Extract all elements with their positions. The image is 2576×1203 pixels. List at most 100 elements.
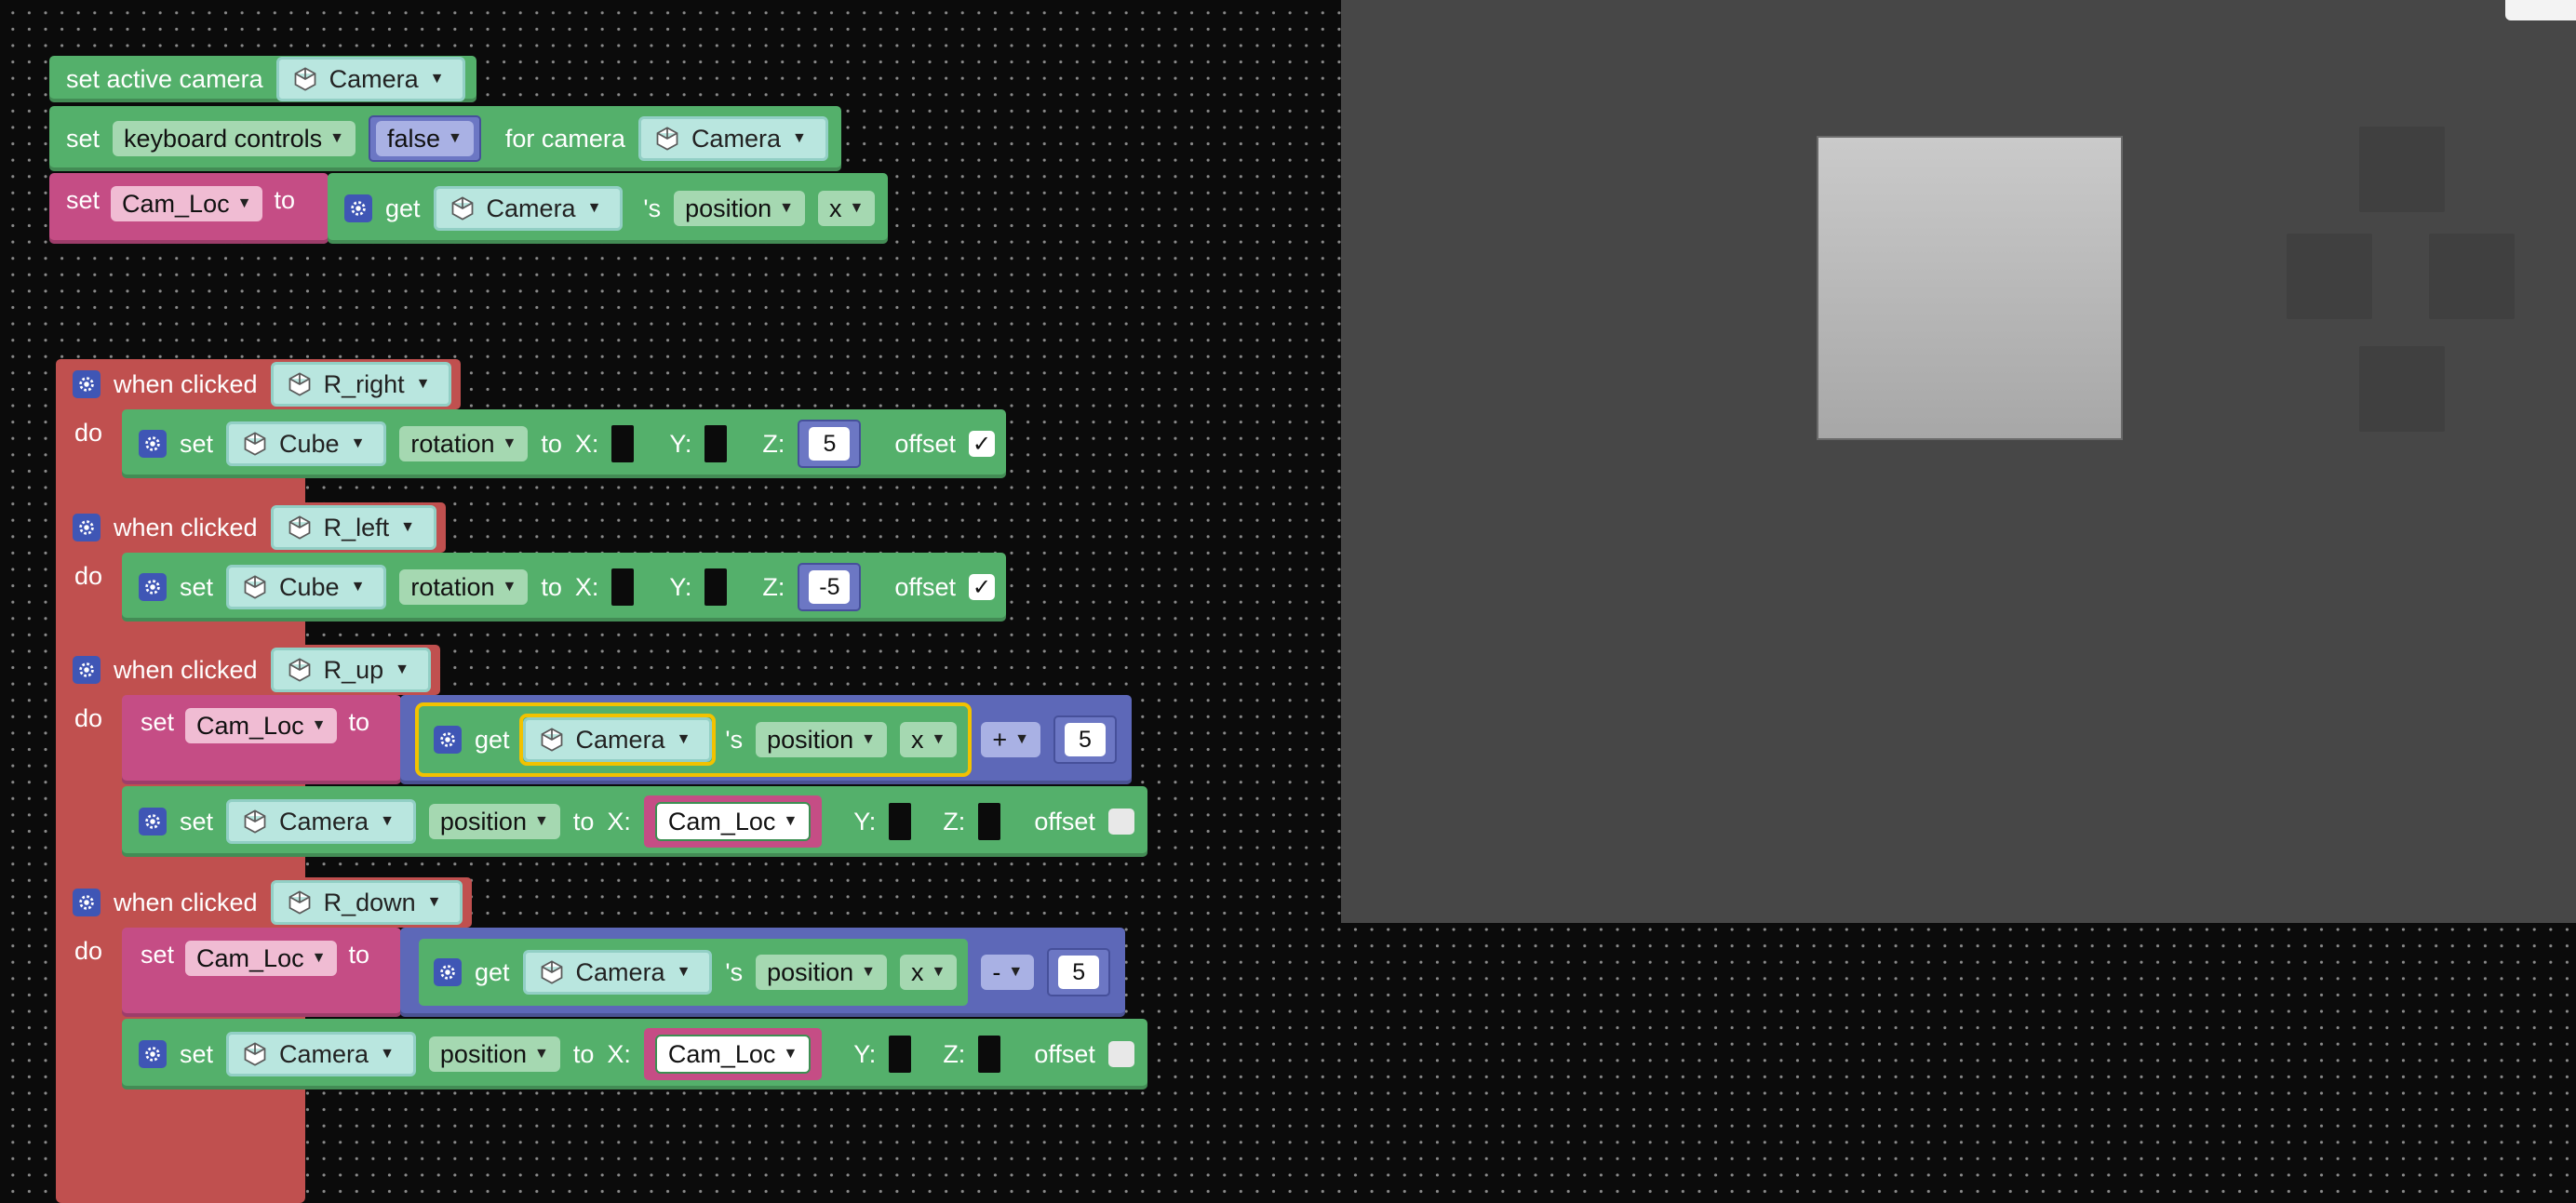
offset-checkbox[interactable]: ✓ [968, 574, 995, 600]
property-dropdown[interactable]: keyboard controls ▼ [113, 121, 356, 156]
z-value[interactable]: -5 [809, 570, 851, 604]
variable-dropdown[interactable]: Cam_Loc▼ [185, 708, 338, 743]
camera-object-input[interactable]: Camera▼ [522, 950, 713, 995]
z-value-wrapper: -5 [798, 563, 862, 611]
camera-object-input[interactable]: Camera▼ [522, 717, 713, 762]
y-input-slot[interactable] [704, 425, 728, 462]
cube-object-input[interactable]: Cube▼ [226, 565, 387, 609]
chevron-down-icon: ▼ [533, 813, 549, 829]
axis-dropdown[interactable]: x▼ [900, 722, 958, 757]
target-object-input[interactable]: R_left▼ [270, 505, 436, 550]
do-label: do [74, 562, 103, 590]
property-dropdown[interactable]: position ▼ [674, 191, 805, 226]
property-dropdown[interactable]: position▼ [756, 955, 887, 990]
variable-dropdown[interactable]: Cam_Loc ▼ [111, 186, 263, 221]
get-camera-position-block[interactable]: get Camera ▼ 's position ▼ x ▼ [328, 173, 889, 244]
dpad-down-button[interactable] [2359, 346, 2445, 432]
z-input-slot[interactable] [978, 1036, 1001, 1073]
variable-dropdown[interactable]: Cam_Loc▼ [185, 941, 338, 976]
dropdown-value: x [829, 194, 842, 222]
target-object-input[interactable]: R_down▼ [270, 880, 463, 925]
chevron-down-icon: ▼ [849, 200, 865, 216]
variable-dropdown[interactable]: Cam_Loc▼ [654, 802, 812, 841]
dpad-up-button[interactable] [2359, 127, 2445, 212]
target-object-input[interactable]: R_right▼ [270, 362, 452, 407]
block-text: to [541, 429, 562, 458]
offset-checkbox[interactable] [1107, 1041, 1134, 1067]
cam-loc-variable-reporter[interactable]: Cam_Loc▼ [643, 1028, 823, 1080]
chevron-down-icon: ▼ [311, 950, 327, 966]
set-cam-loc-block[interactable]: set Cam_Loc ▼ to [49, 173, 329, 244]
amount-value[interactable]: 5 [1058, 956, 1100, 989]
boolean-dropdown[interactable]: false ▼ [376, 121, 474, 156]
y-input-slot[interactable] [889, 803, 912, 840]
gear-icon[interactable] [73, 370, 101, 398]
dpad-left-button[interactable] [2287, 234, 2372, 319]
gear-icon[interactable] [73, 656, 101, 684]
property-dropdown[interactable]: position▼ [428, 804, 560, 839]
gear-icon[interactable] [139, 808, 167, 835]
axis-dropdown[interactable]: x▼ [900, 955, 958, 990]
set-keyboard-controls-block[interactable]: set keyboard controls ▼ false ▼ for came… [49, 106, 841, 171]
gear-icon[interactable] [73, 514, 101, 541]
offset-checkbox[interactable]: ✓ [968, 431, 995, 457]
cam-loc-variable-reporter[interactable]: Cam_Loc▼ [643, 795, 823, 848]
corner-button[interactable] [2505, 0, 2576, 20]
operator-dropdown[interactable]: +▼ [981, 722, 1040, 757]
property-dropdown[interactable]: position▼ [428, 1036, 560, 1072]
z-input-slot[interactable] [978, 803, 1001, 840]
block-text: 's [725, 957, 744, 986]
gear-icon[interactable] [434, 726, 462, 754]
dpad-right-button[interactable] [2429, 234, 2515, 319]
variable-dropdown[interactable]: Cam_Loc▼ [654, 1035, 812, 1074]
target-object-input[interactable]: R_up▼ [270, 648, 431, 692]
blocks-workspace[interactable]: set active camera Camera ▼ set keyboard … [0, 0, 1341, 1203]
operator-dropdown[interactable]: -▼ [981, 955, 1035, 990]
axis-dropdown[interactable]: x ▼ [818, 191, 876, 226]
cube-object-input[interactable]: Cube▼ [226, 421, 387, 466]
block-text: Z: [943, 1039, 966, 1068]
gear-icon[interactable] [139, 573, 167, 601]
camera-object-input[interactable]: Camera ▼ [433, 186, 624, 231]
gear-icon[interactable] [139, 430, 167, 458]
offset-checkbox[interactable] [1107, 809, 1134, 835]
property-dropdown[interactable]: position▼ [756, 722, 887, 757]
property-dropdown[interactable]: rotation▼ [399, 569, 529, 605]
x-input-slot[interactable] [611, 568, 635, 606]
object-name: Cube [279, 429, 340, 458]
camera-object-input[interactable]: Camera ▼ [226, 799, 416, 844]
set-active-camera-block[interactable]: set active camera Camera ▼ [49, 56, 477, 102]
object-name: Camera [279, 807, 369, 835]
gear-icon[interactable] [344, 194, 372, 222]
z-value[interactable]: 5 [809, 427, 851, 461]
y-input-slot[interactable] [704, 568, 728, 606]
property-dropdown[interactable]: rotation▼ [399, 426, 529, 461]
gear-icon[interactable] [139, 1040, 167, 1068]
amount-value[interactable]: 5 [1064, 723, 1106, 756]
chevron-down-icon: ▼ [380, 813, 395, 829]
gear-icon[interactable] [434, 958, 462, 986]
x-input-slot[interactable] [611, 425, 635, 462]
camera-object-input[interactable]: Camera ▼ [275, 57, 466, 101]
boolean-value-wrapper: false ▼ [369, 115, 481, 162]
camera-object-input[interactable]: Camera ▼ [637, 116, 828, 161]
object-name: R_down [323, 888, 416, 916]
y-input-slot[interactable] [889, 1036, 912, 1073]
dropdown-value: x [911, 725, 924, 754]
camera-object-input[interactable]: Camera▼ [226, 1032, 416, 1076]
gear-icon[interactable] [73, 889, 101, 916]
